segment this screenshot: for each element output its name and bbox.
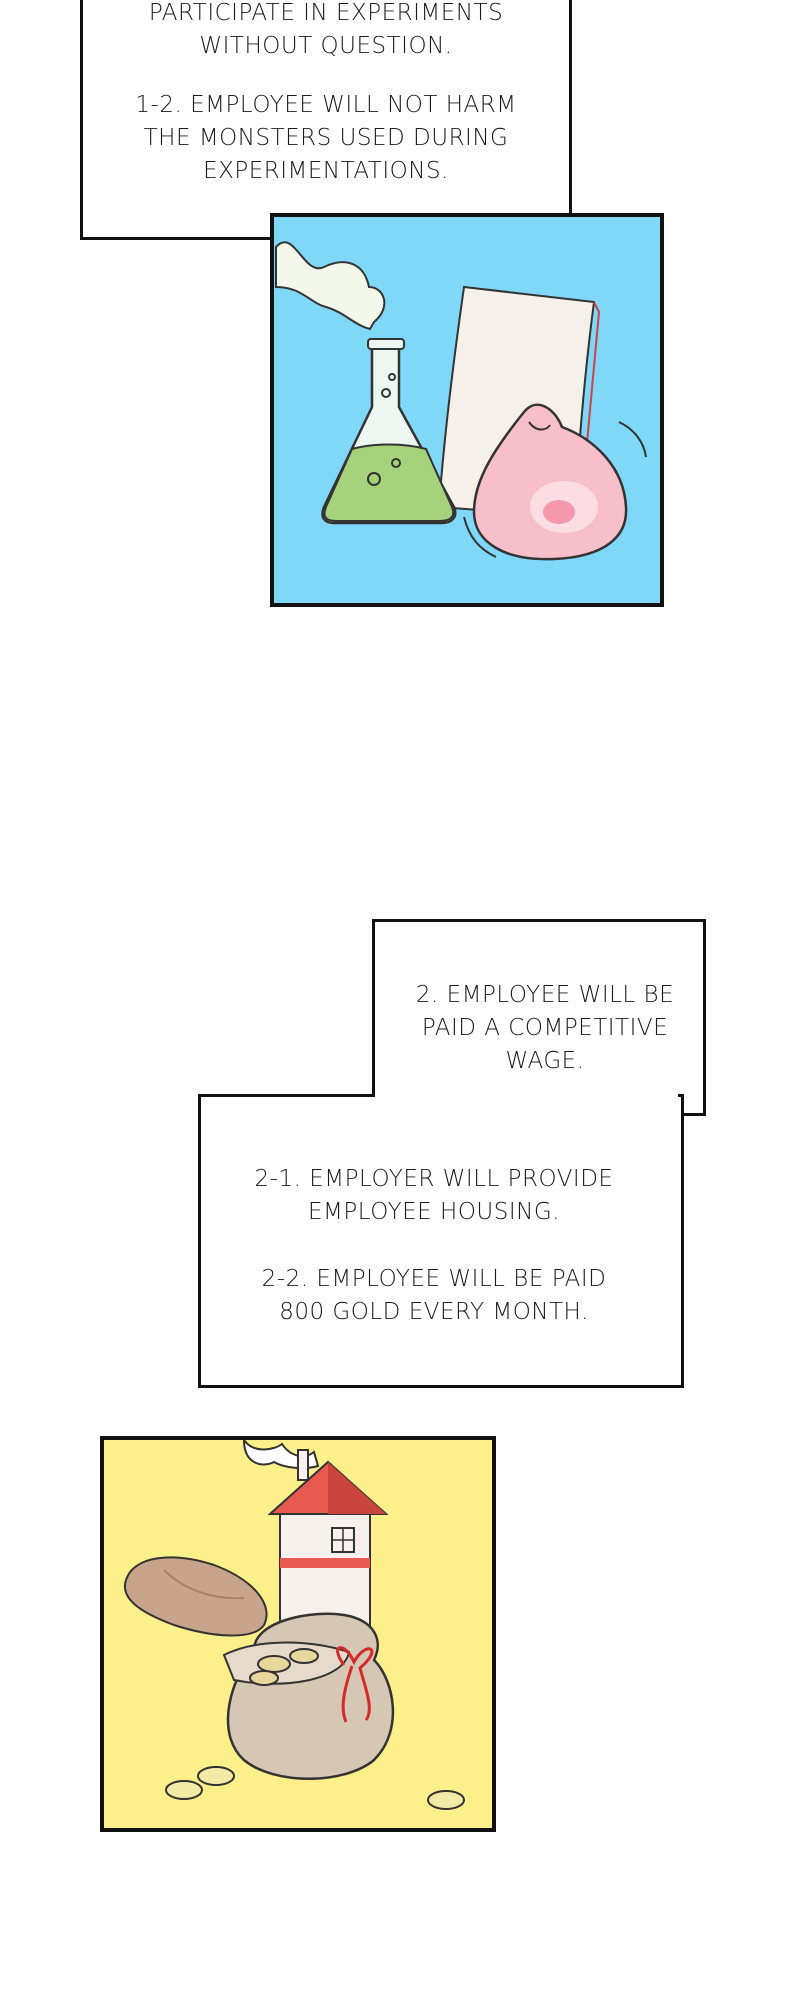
caption-clause-1-2: 1-2. EMPLOYEE WILL NOT HARM THE MONSTERS… [135,92,517,184]
caption-box-clause-1: PARTICIPATE IN EXPERIMENTS WITHOUT QUEST… [80,0,572,240]
caption-box-clause-2: 2. EMPLOYEE WILL BE PAID A COMPETITIVE W… [372,919,706,1116]
caption-join-mask [375,1094,678,1100]
illustration-panel-experiment [270,213,664,607]
caption-clause-1-tail: PARTICIPATE IN EXPERIMENTS WITHOUT QUEST… [148,0,504,59]
flask-paper-slime-icon [275,241,647,561]
caption-clause-2-1: 2-1. EMPLOYER WILL PROVIDE EMPLOYEE HOUS… [254,1166,614,1225]
illustration-panel-wage [100,1436,496,1832]
house-bread-coinbag-icon [123,1440,465,1810]
caption-clause-2-2: 2-2. EMPLOYEE WILL BE PAID 800 GOLD EVER… [261,1266,607,1325]
caption-clause-2: 2. EMPLOYEE WILL BE PAID A COMPETITIVE W… [415,982,675,1074]
caption-box-clause-2-1-2-2: 2-1. EMPLOYER WILL PROVIDE EMPLOYEE HOUS… [198,1094,684,1388]
